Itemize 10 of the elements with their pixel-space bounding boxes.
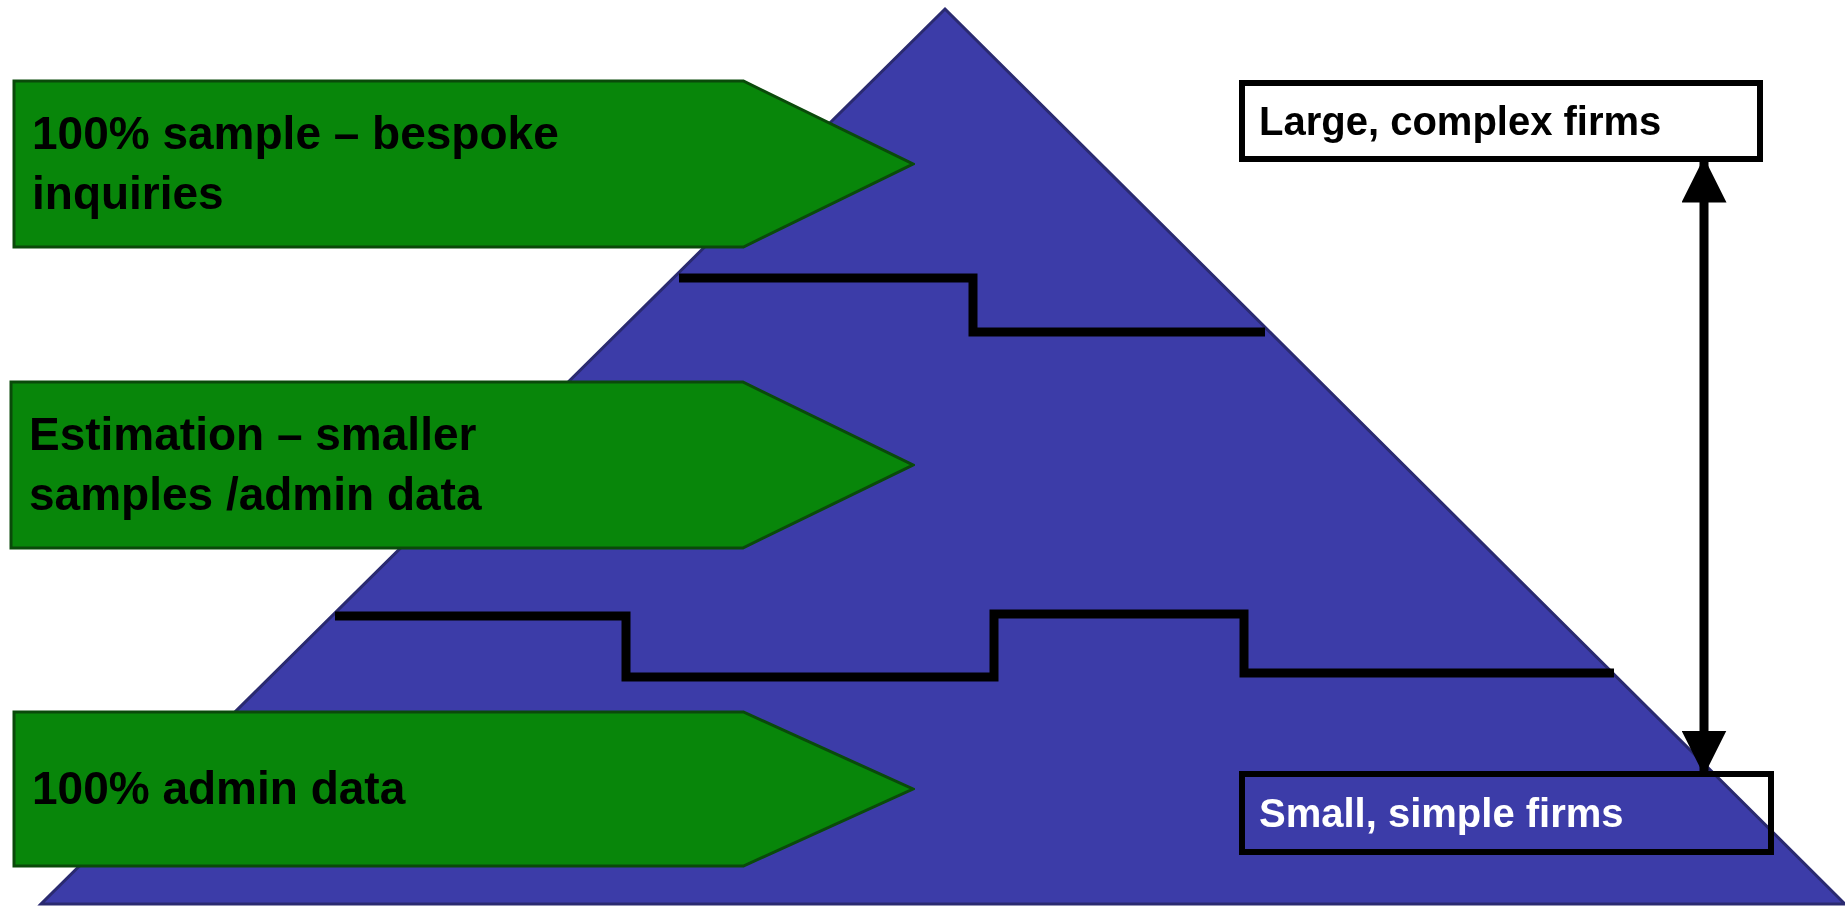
arrow-banner [12, 79, 915, 249]
label-box [1239, 80, 1763, 162]
arrow-banner [12, 710, 915, 868]
node-label: 100% admin data [32, 761, 406, 817]
node-label: Estimation – smaller samples /admin data [29, 407, 483, 522]
node-label: 100% sample – bespoke inquiries [32, 106, 560, 221]
label-box [1239, 771, 1774, 855]
node-label: Small, simple firms [1259, 790, 1624, 837]
node-label: Large, complex firms [1259, 98, 1662, 145]
arrow-banner [9, 380, 915, 550]
